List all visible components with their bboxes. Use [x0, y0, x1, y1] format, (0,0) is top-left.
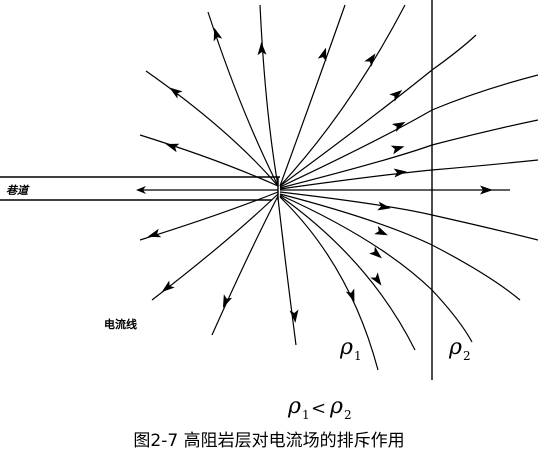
current-line-up-right-4	[279, 74, 538, 188]
current-line-up-right-5	[279, 119, 538, 189]
flow-arrows	[147, 27, 493, 323]
current-line-down-right-4	[279, 195, 416, 351]
current-line-down-left-mid	[211, 195, 279, 336]
arrow-down-right-4	[370, 272, 382, 286]
current-line-down-right-3	[279, 194, 473, 343]
rho2-label: ρ 2	[448, 335, 471, 363]
current-line-up-left-near	[259, 4, 279, 187]
current-line-up-right-2	[279, 4, 406, 187]
arrow-left-lower	[147, 228, 162, 238]
rho1-symbol: ρ	[339, 335, 353, 360]
current-line-down-near	[277, 197, 297, 346]
current-line-down-left-far	[151, 193, 279, 301]
arrow-up-right-2	[364, 53, 376, 67]
relation-rho2: ρ	[329, 394, 343, 419]
arrow-down-right-1	[377, 201, 391, 211]
tunnel-label: 巷道	[6, 184, 30, 197]
arrow-down-left-far	[161, 280, 175, 293]
tunnel	[0, 176, 280, 201]
arrow-down-near	[289, 309, 299, 323]
current-line-up-right-1	[279, 4, 346, 187]
arrow-up-left-near	[257, 42, 267, 56]
arrow-down-right-5	[345, 288, 355, 303]
rho1-subscript: 1	[354, 349, 362, 363]
relation-rho2-sub: 2	[344, 408, 352, 422]
arrow-down-right-2	[374, 225, 388, 236]
current-line-left-upper	[139, 134, 279, 187]
arrow-up-right-6	[393, 168, 407, 178]
current-line-up-right-3	[279, 34, 477, 187]
rho2-subscript: 2	[463, 349, 471, 363]
arrow-right-axis	[480, 185, 493, 195]
relation-rho1: ρ	[287, 394, 301, 419]
arrow-up-right-4	[391, 121, 406, 132]
figure-caption: 图2-7 高阻岩层对电流场的排斥作用	[133, 431, 404, 451]
current-line-label: 电流线	[104, 317, 137, 331]
resistivity-relation: ρ 1 < ρ 2	[287, 394, 352, 422]
arrow-left-upper	[165, 143, 180, 153]
relation-less-than: <	[311, 398, 326, 419]
current-line-down-right-2	[279, 193, 521, 301]
current-lines	[139, 4, 538, 371]
arrow-down-right-3	[369, 246, 382, 259]
relation-rho1-sub: 1	[302, 408, 310, 422]
current-line-up-right-6	[279, 159, 538, 190]
arrow-up-right-1	[317, 47, 327, 62]
arrow-down-left-mid	[222, 294, 233, 308]
current-line-left-lower	[139, 191, 279, 241]
rho1-label: ρ 1	[339, 335, 362, 363]
current-line-down-right-1	[279, 191, 538, 241]
current-line-up-left-far	[145, 70, 279, 187]
arrow-up-left-far	[169, 87, 183, 99]
arrow-up-right-5	[390, 145, 405, 155]
arrow-up-left-mid	[213, 27, 223, 42]
current-line-down-right-5	[279, 196, 379, 371]
current-line-up-left-mid	[207, 11, 279, 187]
rho2-symbol: ρ	[448, 335, 462, 360]
arrow-up-right-3	[389, 89, 403, 102]
